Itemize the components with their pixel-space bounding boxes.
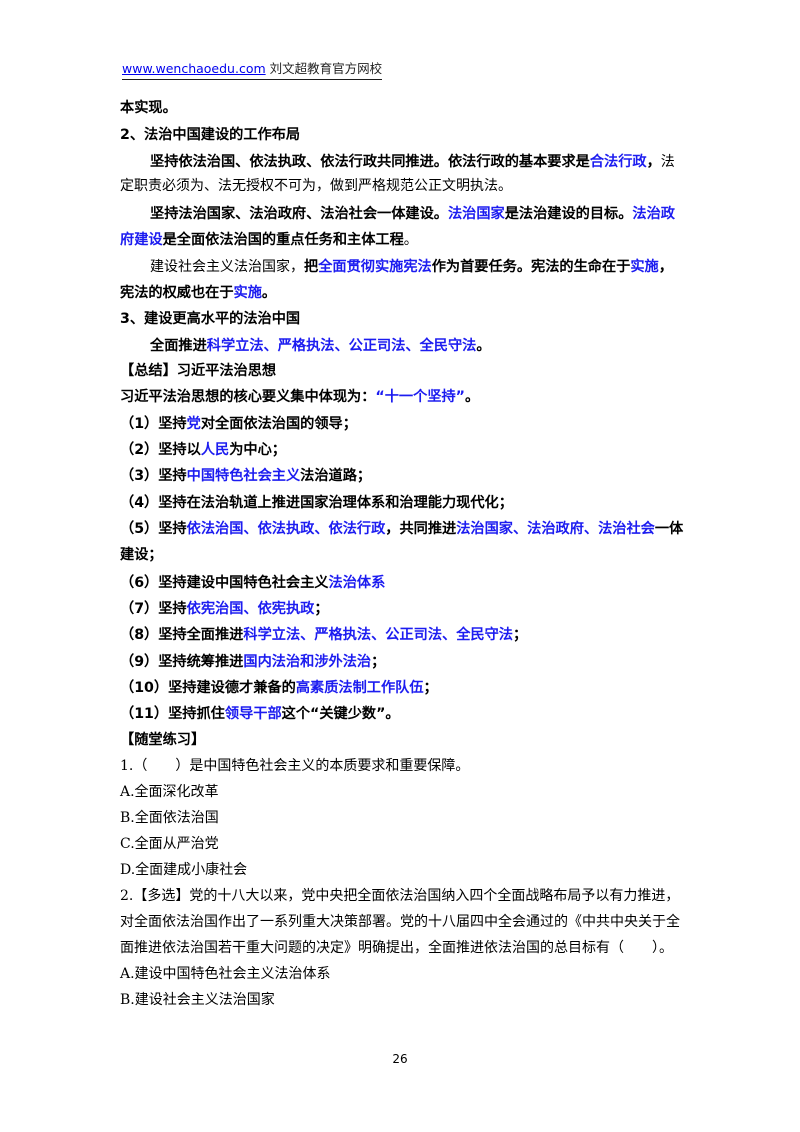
list-item: （9）坚持统筹推进国内法治和涉外法治；: [120, 654, 386, 670]
highlight-term: 科学立法、严格执法、公正司法、全民守法: [206, 338, 477, 354]
highlight-term: “十一个坚持”: [375, 389, 465, 405]
question-text: 面推进依法治国若干重大问题的决定》明确提出，全面推进依法治国的总目标有（ ）。: [120, 940, 673, 956]
highlight-term: 人民: [200, 442, 230, 458]
highlight-term: 领导干部: [224, 706, 282, 722]
highlight-term: 合法行政: [589, 154, 647, 170]
practice-heading: 【随堂练习】: [120, 732, 206, 748]
list-item: （7）坚持依宪治国、依宪执政；: [120, 601, 329, 617]
highlight-term: 法治国家、法治政府、法治社会: [456, 521, 655, 537]
body-line: 定职责必须为、法无授权不可为，做到严格规范公正文明执法。: [120, 178, 512, 194]
highlight-term: 府建设: [120, 232, 163, 248]
answer-option: A.全面深化改革: [120, 784, 219, 800]
highlight-term: 依宪治国、依宪执政: [186, 601, 315, 617]
section-heading: 3、建设更高水平的法治中国: [120, 311, 301, 327]
body-line: 府建设是全面依法治国的重点任务和主体工程。: [120, 232, 418, 248]
highlight-term: 全面贯彻实施宪法: [318, 259, 432, 275]
highlight-term: 高素质法制工作队伍: [295, 680, 424, 696]
body-line: 习近平法治思想的核心要义集中体现为：“十一个坚持”。: [120, 389, 480, 405]
highlight-term: 党: [186, 416, 201, 432]
question-text: 对全面依法治国作出了一系列重大决策部署。党的十八届四中全会通过的《中共中央关于全: [120, 914, 680, 930]
answer-option: D.全面建成小康社会: [120, 862, 248, 878]
answer-option: B.全面依法治国: [120, 810, 219, 826]
highlight-term: 国内法治和涉外法治: [243, 654, 372, 670]
list-item: 建设；: [120, 547, 163, 563]
list-item: （4）坚持在法治轨道上推进国家治理体系和治理能力现代化；: [120, 495, 513, 511]
highlight-term: 法治体系: [328, 575, 386, 591]
list-item: （11）坚持抓住领导干部这个“关键少数”。: [120, 706, 400, 722]
summary-heading: 【总结】习近平法治思想: [120, 363, 277, 379]
page-header: www.wenchaoedu.com 刘文超教育官方网校: [122, 58, 383, 80]
list-item: （10）坚持建设德才兼备的高素质法制工作队伍；: [120, 680, 438, 696]
question-text: 1.（ ）是中国特色社会主义的本质要求和重要保障。: [120, 758, 470, 774]
highlight-term: 法治政: [632, 206, 675, 222]
page-number: 26: [392, 1052, 408, 1066]
answer-option: B.建设社会主义法治国家: [120, 992, 275, 1008]
section-heading: 2、法治中国建设的工作布局: [120, 127, 301, 143]
body-line: 坚持法治国家、法治政府、法治社会一体建设。法治国家是法治建设的目标。法治政: [150, 206, 675, 222]
highlight-term: 法治国家: [447, 206, 505, 222]
highlight-term: 科学立法、严格执法、公正司法、全民守法: [243, 627, 513, 643]
highlight-term: 实施: [233, 285, 262, 301]
answer-option: C.全面从严治党: [120, 836, 219, 852]
highlight-term: 中国特色社会主义: [186, 468, 301, 484]
list-item: （2）坚持以人民为中心；: [120, 442, 286, 458]
body-line: 建设社会主义法治国家，把全面贯彻实施宪法作为首要任务。宪法的生命在于实施，: [150, 259, 673, 275]
list-item: （8）坚持全面推进科学立法、严格执法、公正司法、全民守法；: [120, 627, 528, 643]
body-line: 宪法的权威也在于实施。: [120, 285, 277, 301]
question-text: 2.【多选】党的十八大以来，党中央把全面依法治国纳入四个全面战略布局予以有力推进…: [120, 888, 680, 904]
header-link[interactable]: www.wenchaoedu.com: [122, 61, 266, 76]
body-line: 全面推进科学立法、严格执法、公正司法、全民守法。: [150, 338, 491, 354]
header-school-name: 刘文超教育官方网校: [265, 61, 383, 76]
highlight-term: 实施: [630, 259, 659, 275]
list-item: （3）坚持中国特色社会主义法治道路；: [120, 468, 372, 484]
highlight-term: 依法治国、依法执政、依法行政: [186, 521, 386, 537]
body-line: 坚持依法治国、依法执政、依法行政共同推进。依法行政的基本要求是合法行政，法: [150, 154, 675, 170]
list-item: （5）坚持依法治国、依法执政、依法行政，共同推进法治国家、法治政府、法治社会一体: [120, 521, 684, 537]
list-item: （1）坚持党对全面依法治国的领导；: [120, 416, 357, 432]
list-item: （6）坚持建设中国特色社会主义法治体系: [120, 575, 386, 591]
answer-option: A.建设中国特色社会主义法治体系: [120, 966, 331, 982]
body-line: 本实现。: [120, 100, 177, 116]
